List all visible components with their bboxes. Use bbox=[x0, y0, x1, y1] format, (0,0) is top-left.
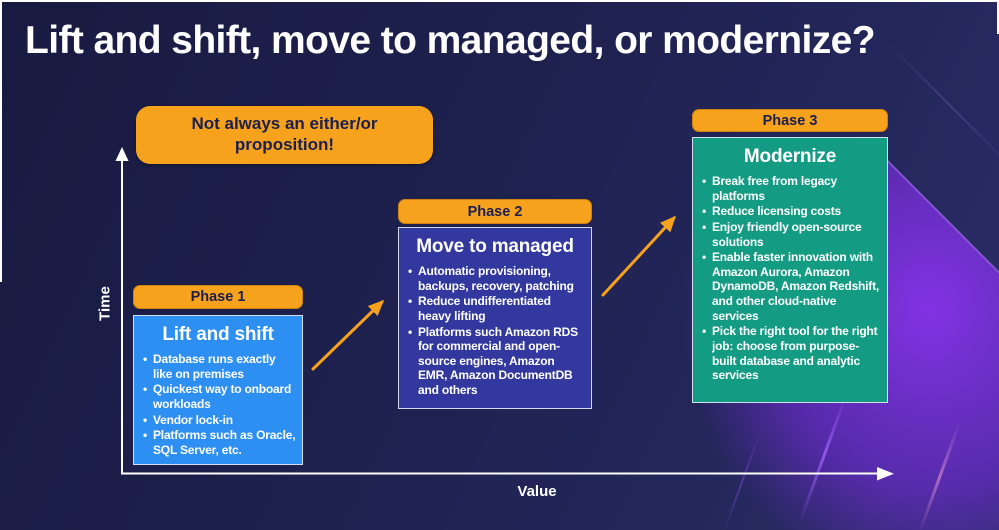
bullet-item: Pick the right tool for the right job: c… bbox=[701, 324, 881, 383]
bullet-item: Break free from legacy platforms bbox=[701, 174, 881, 203]
phase-1-badge: Phase 1 bbox=[133, 285, 303, 309]
phase-2-card: Move to managed Automatic provisioning, … bbox=[398, 227, 592, 409]
phase-1-bullets: Database runs exactly like on premises Q… bbox=[140, 352, 296, 457]
bullet-item: Quickest way to onboard workloads bbox=[142, 382, 296, 411]
phase-3-title: Modernize bbox=[743, 146, 837, 167]
arrow-phase2-to-phase3 bbox=[601, 215, 677, 297]
value-axis-arrowhead bbox=[877, 467, 894, 481]
frame-border-right bbox=[997, 0, 999, 34]
phase-1-title: Lift and shift bbox=[162, 324, 274, 345]
either-or-callout: Not always an either/or proposition! bbox=[136, 106, 433, 164]
bullet-item: Automatic provisioning, backups, recover… bbox=[407, 264, 585, 293]
bullet-item: Enable faster innovation with Amazon Aur… bbox=[701, 250, 881, 323]
time-axis-arrowhead bbox=[115, 147, 129, 161]
frame-border-left bbox=[0, 0, 2, 282]
bullet-item: Platforms such as Oracle, SQL Server, et… bbox=[142, 428, 296, 457]
phase-2-badge-label: Phase 2 bbox=[467, 203, 523, 220]
bullet-item: Reduce licensing costs bbox=[701, 204, 881, 219]
phase-3-bullets: Break free from legacy platforms Reduce … bbox=[699, 174, 881, 383]
phase-3-badge: Phase 3 bbox=[692, 109, 888, 132]
phase-1-card: Lift and shift Database runs exactly lik… bbox=[133, 315, 303, 466]
frame-border-top bbox=[0, 0, 999, 2]
phase-2-title: Move to managed bbox=[416, 236, 574, 257]
time-axis-label: Time bbox=[96, 286, 114, 321]
phase-2-bullets: Automatic provisioning, backups, recover… bbox=[405, 264, 585, 398]
arrow-phase1-to-phase2 bbox=[311, 299, 385, 371]
bullet-item: Vendor lock-in bbox=[142, 413, 296, 428]
phase-3-badge-label: Phase 3 bbox=[762, 112, 818, 129]
phase-1-badge-label: Phase 1 bbox=[190, 289, 246, 305]
bullet-item: Reduce undifferentiated heavy lifting bbox=[407, 294, 585, 323]
slide-title: Lift and shift, move to managed, or mode… bbox=[25, 19, 876, 62]
bullet-item: Platforms such Amazon RDS for commercial… bbox=[407, 325, 585, 398]
value-axis-label: Value bbox=[517, 483, 557, 500]
bullet-item: Database runs exactly like on premises bbox=[142, 352, 296, 381]
callout-text: Not always an either/or proposition! bbox=[191, 114, 378, 154]
phase-2-badge: Phase 2 bbox=[398, 199, 592, 224]
phase-3-card: Modernize Break free from legacy platfor… bbox=[692, 137, 888, 403]
bullet-item: Enjoy friendly open-source solutions bbox=[701, 220, 881, 249]
